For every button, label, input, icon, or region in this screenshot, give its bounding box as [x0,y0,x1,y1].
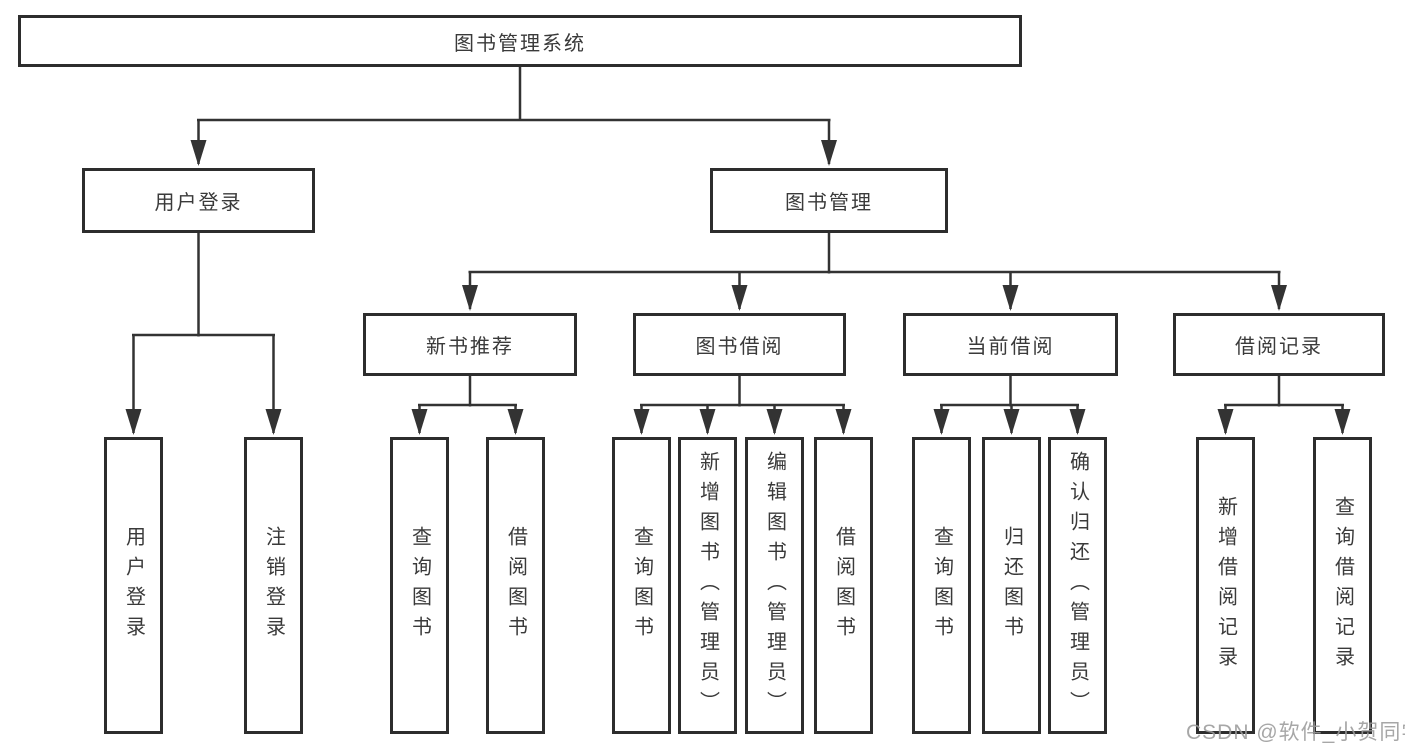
connector-book-borrow-children [633,373,852,435]
node-new-book-recommend: 新书推荐 [363,313,577,376]
leaf-user-login: 用户登录 [104,437,163,734]
connector-book-mgmt-to-level3 [462,230,1287,311]
node-book-management: 图书管理 [710,168,948,233]
leaf-borrow-books-1: 借阅图书 [486,437,545,734]
node-current-borrow: 当前借阅 [903,313,1118,376]
connector-current-borrow-children [933,373,1086,435]
node-book-borrow: 图书借阅 [633,313,846,376]
connector-root-to-level2 [190,67,837,166]
connector-user-login-children [125,230,282,435]
leaf-edit-books-admin: 编辑图书（管理员） [745,437,804,734]
leaf-query-books-3: 查询图书 [912,437,971,734]
leaf-query-books-1: 查询图书 [390,437,449,734]
leaf-confirm-return-admin: 确认归还（管理员） [1048,437,1107,734]
node-user-login: 用户登录 [82,168,315,233]
leaf-return-books: 归还图书 [982,437,1041,734]
leaf-add-borrow-record: 新增借阅记录 [1196,437,1255,734]
leaf-query-borrow-record: 查询借阅记录 [1313,437,1372,734]
connector-new-book-children [411,373,524,435]
leaf-logout: 注销登录 [244,437,303,734]
node-borrow-record: 借阅记录 [1173,313,1385,376]
node-root-library-system: 图书管理系统 [18,15,1022,67]
csdn-watermark: CSDN @软件_小贺同学 [1186,721,1405,744]
leaf-borrow-books-2: 借阅图书 [814,437,873,734]
leaf-add-books-admin: 新增图书（管理员） [678,437,737,734]
leaf-query-books-2: 查询图书 [612,437,671,734]
connector-borrow-record-children [1217,373,1351,435]
